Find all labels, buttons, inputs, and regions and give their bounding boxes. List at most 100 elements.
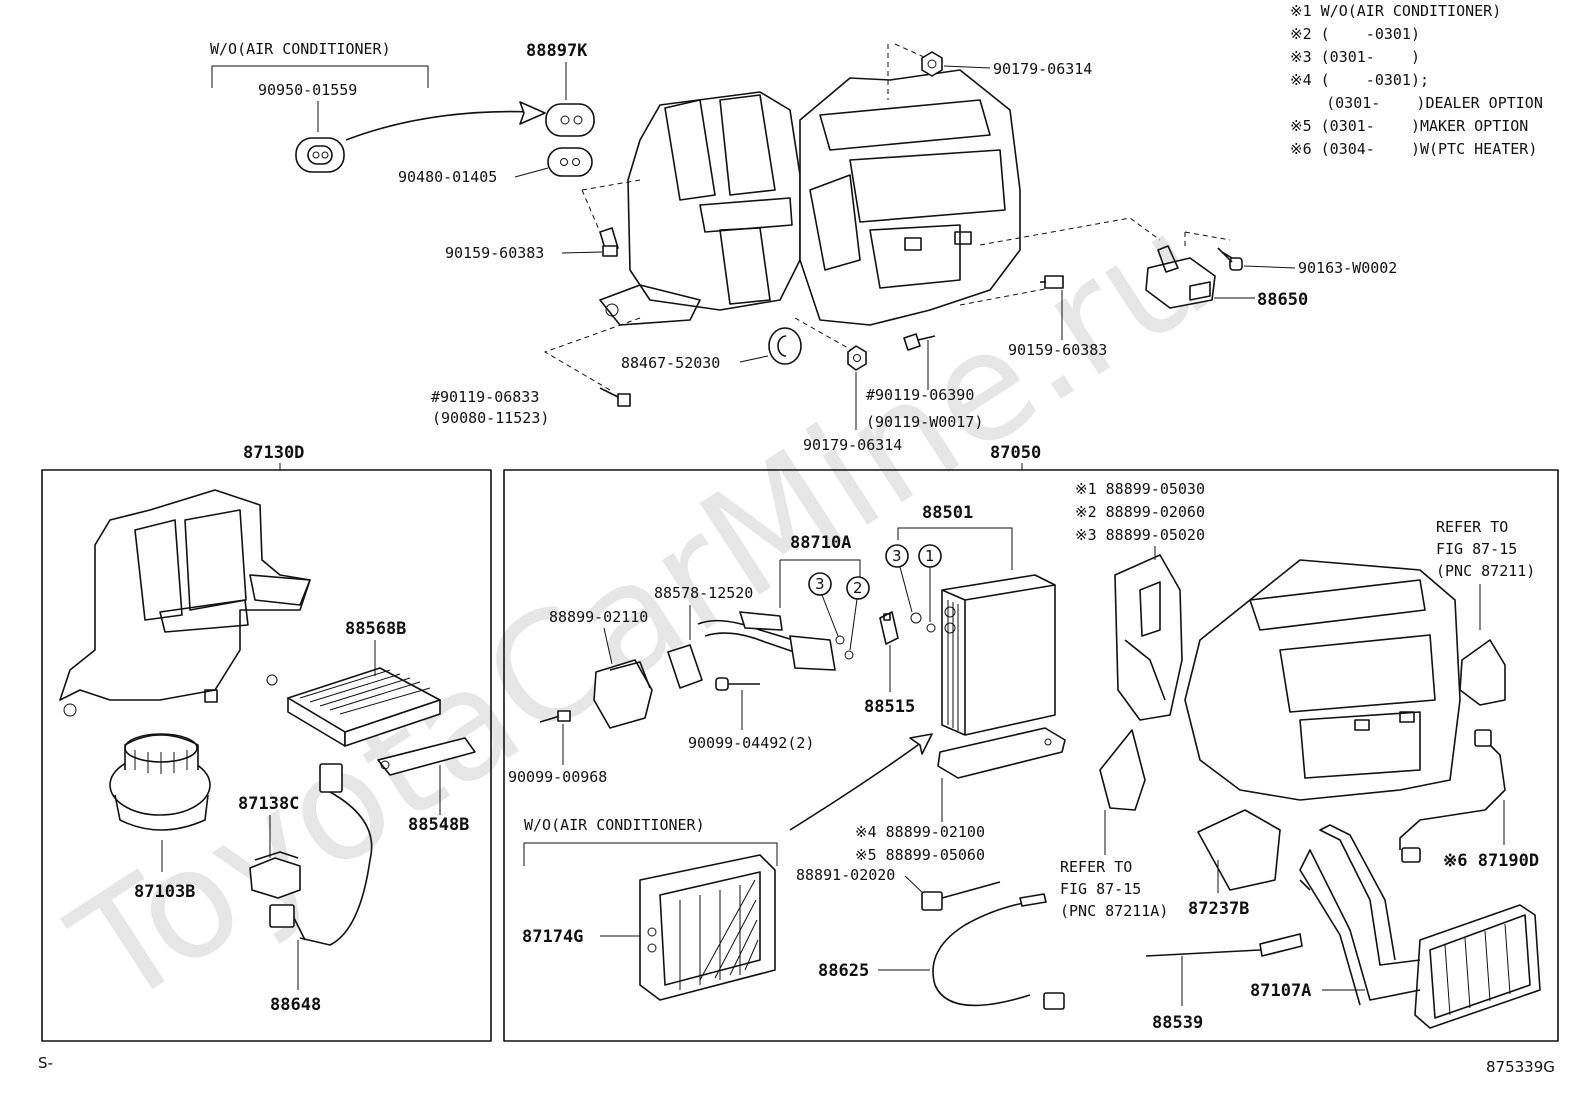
ref-circle-2-label: 2 [853, 579, 863, 597]
label-88648: 88648 [270, 995, 321, 1015]
heater-unit-housing [599, 69, 1021, 326]
label-n4: ※4 88899-02100 [855, 823, 985, 841]
footer-right: 875339G [1486, 1058, 1555, 1076]
cover-88899-02100 [937, 727, 1066, 779]
cover-88548b [377, 737, 476, 776]
ref-circle-3a-label: 3 [815, 575, 825, 593]
heater-radiator-box: 87050 88501 ※4 88899-02100 ※5 88899-0506… [503, 443, 1559, 1042]
label-90159-60383-right: 90159-60383 [1008, 341, 1107, 359]
note-3: ※3 (0301- ) [1290, 48, 1420, 66]
grommet-88897k [545, 103, 595, 137]
case-88899-05030 [1114, 554, 1183, 721]
label-refer2b: FIG 87-15 [1060, 880, 1141, 898]
label-87103b: 87103B [134, 882, 195, 902]
label-90119-w0017: (90119-W0017) [866, 413, 983, 431]
label-87190d: ※6 87190D [1443, 851, 1539, 871]
damper-87211a [1099, 729, 1146, 811]
label-87050: 87050 [990, 443, 1041, 463]
label-88467-52030: 88467-52030 [621, 354, 720, 372]
label-90950-01559: 90950-01559 [258, 81, 357, 99]
ref-circle-3b [885, 544, 909, 568]
insulator-88578 [667, 644, 703, 689]
label-90179-06314-top: 90179-06314 [993, 60, 1092, 78]
blower-assembly-box: 87130D 88568B 88548B [41, 443, 492, 1042]
heater-core-87107a [1299, 824, 1541, 1029]
footer-left: S- [38, 1054, 53, 1072]
label-88650: 88650 [1257, 290, 1308, 310]
label-90080-11523: (90080-11523) [432, 409, 549, 427]
heater-core-87174g [639, 854, 776, 1001]
label-90099-04492: 90099-04492(2) [688, 734, 814, 752]
bolt-90159-right [1040, 275, 1064, 289]
label-90159-60383-left: 90159-60383 [445, 244, 544, 262]
label-wo-ac-inset: W/O(AIR CONDITIONER) [524, 816, 705, 834]
note-6: ※6 (0304- )W(PTC HEATER) [1290, 140, 1537, 158]
harness-88648 [269, 763, 373, 946]
label-90179-06314-bottom: 90179-06314 [803, 436, 902, 454]
screw-90099-00968 [539, 710, 571, 723]
label-90119-06833: #90119-06833 [431, 388, 539, 406]
label-87130d: 87130D [243, 443, 304, 463]
label-refer1a: REFER TO [1436, 518, 1508, 536]
filter-88568b [287, 667, 441, 747]
label-n5: ※5 88899-05060 [855, 846, 985, 864]
nut-90179-top [921, 51, 943, 77]
label-87138c: 87138C [238, 794, 299, 814]
label-88897k: 88897K [526, 41, 588, 61]
label-refer1b: FIG 87-15 [1436, 540, 1517, 558]
screw-90099-04492 [715, 677, 760, 691]
label-refer1c: (PNC 87211) [1436, 562, 1535, 580]
thermistor-88625 [932, 893, 1065, 1010]
label-n3a: ※3 88899-05020 [1075, 526, 1205, 544]
label-88899-02110: 88899-02110 [549, 608, 648, 626]
grommet-90480 [547, 147, 593, 177]
resistor-87138c [249, 851, 301, 899]
label-90099-00968: 90099-00968 [508, 768, 607, 786]
nut-90179-bottom [847, 345, 867, 371]
sensor-88539 [1145, 933, 1303, 957]
label-90163-w0002: 90163-W0002 [1298, 259, 1397, 277]
sensor-88891 [921, 881, 1001, 911]
ref-circle-1-label: 1 [925, 547, 935, 565]
label-88578-12520: 88578-12520 [654, 584, 753, 602]
valve-88515 [879, 611, 899, 645]
note-5: ※5 (0301- )MAKER OPTION [1290, 117, 1528, 135]
ref-circle-2 [846, 576, 870, 600]
expansion-valve-88710a [697, 611, 836, 671]
heater-case-right [1184, 559, 1461, 801]
label-wo-ac-top: W/O(AIR CONDITIONER) [210, 40, 391, 58]
label-90119-06390: #90119-06390 [866, 386, 974, 404]
label-88515: 88515 [864, 697, 915, 717]
label-88710a: 88710A [790, 533, 851, 553]
label-88568b: 88568B [345, 619, 406, 639]
label-refer2c: (PNC 87211A) [1060, 902, 1168, 920]
note-2: ※2 ( -0301) [1290, 25, 1420, 43]
box-87130d [41, 469, 492, 1042]
grommet-88467 [768, 327, 802, 365]
note-1: ※1 W/O(AIR CONDITIONER) [1290, 2, 1501, 20]
label-88625: 88625 [818, 961, 869, 981]
grommet-90950 [295, 137, 345, 173]
bolt-90119-06833 [599, 387, 631, 407]
label-90480-01405: 90480-01405 [398, 168, 497, 186]
label-88501: 88501 [922, 503, 973, 523]
top-assembly: W/O(AIR CONDITIONER) 90950-01559 88897K … [210, 40, 1397, 454]
ptc-heater-87190d [1399, 729, 1506, 863]
part-88650 [1145, 245, 1216, 309]
blower-case [59, 489, 311, 717]
damper-87211 [1459, 639, 1506, 706]
evaporator-88501 [941, 574, 1056, 736]
label-87174g: 87174G [522, 927, 583, 947]
ref-circle-3b-label: 3 [892, 547, 902, 565]
label-refer2a: REFER TO [1060, 858, 1132, 876]
label-87237b: 87237B [1188, 899, 1249, 919]
blower-motor-87103b [109, 733, 211, 831]
label-88891-02020: 88891-02020 [796, 866, 895, 884]
label-87107a: 87107A [1250, 981, 1311, 1001]
notes-block: ※1 W/O(AIR CONDITIONER) ※2 ( -0301) ※3 (… [1290, 2, 1543, 158]
label-88539: 88539 [1152, 1013, 1203, 1033]
note-4b: (0301- )DEALER OPTION [1290, 94, 1543, 112]
bolt-90119-06390 [903, 333, 936, 351]
note-4: ※4 ( -0301); [1290, 71, 1429, 89]
